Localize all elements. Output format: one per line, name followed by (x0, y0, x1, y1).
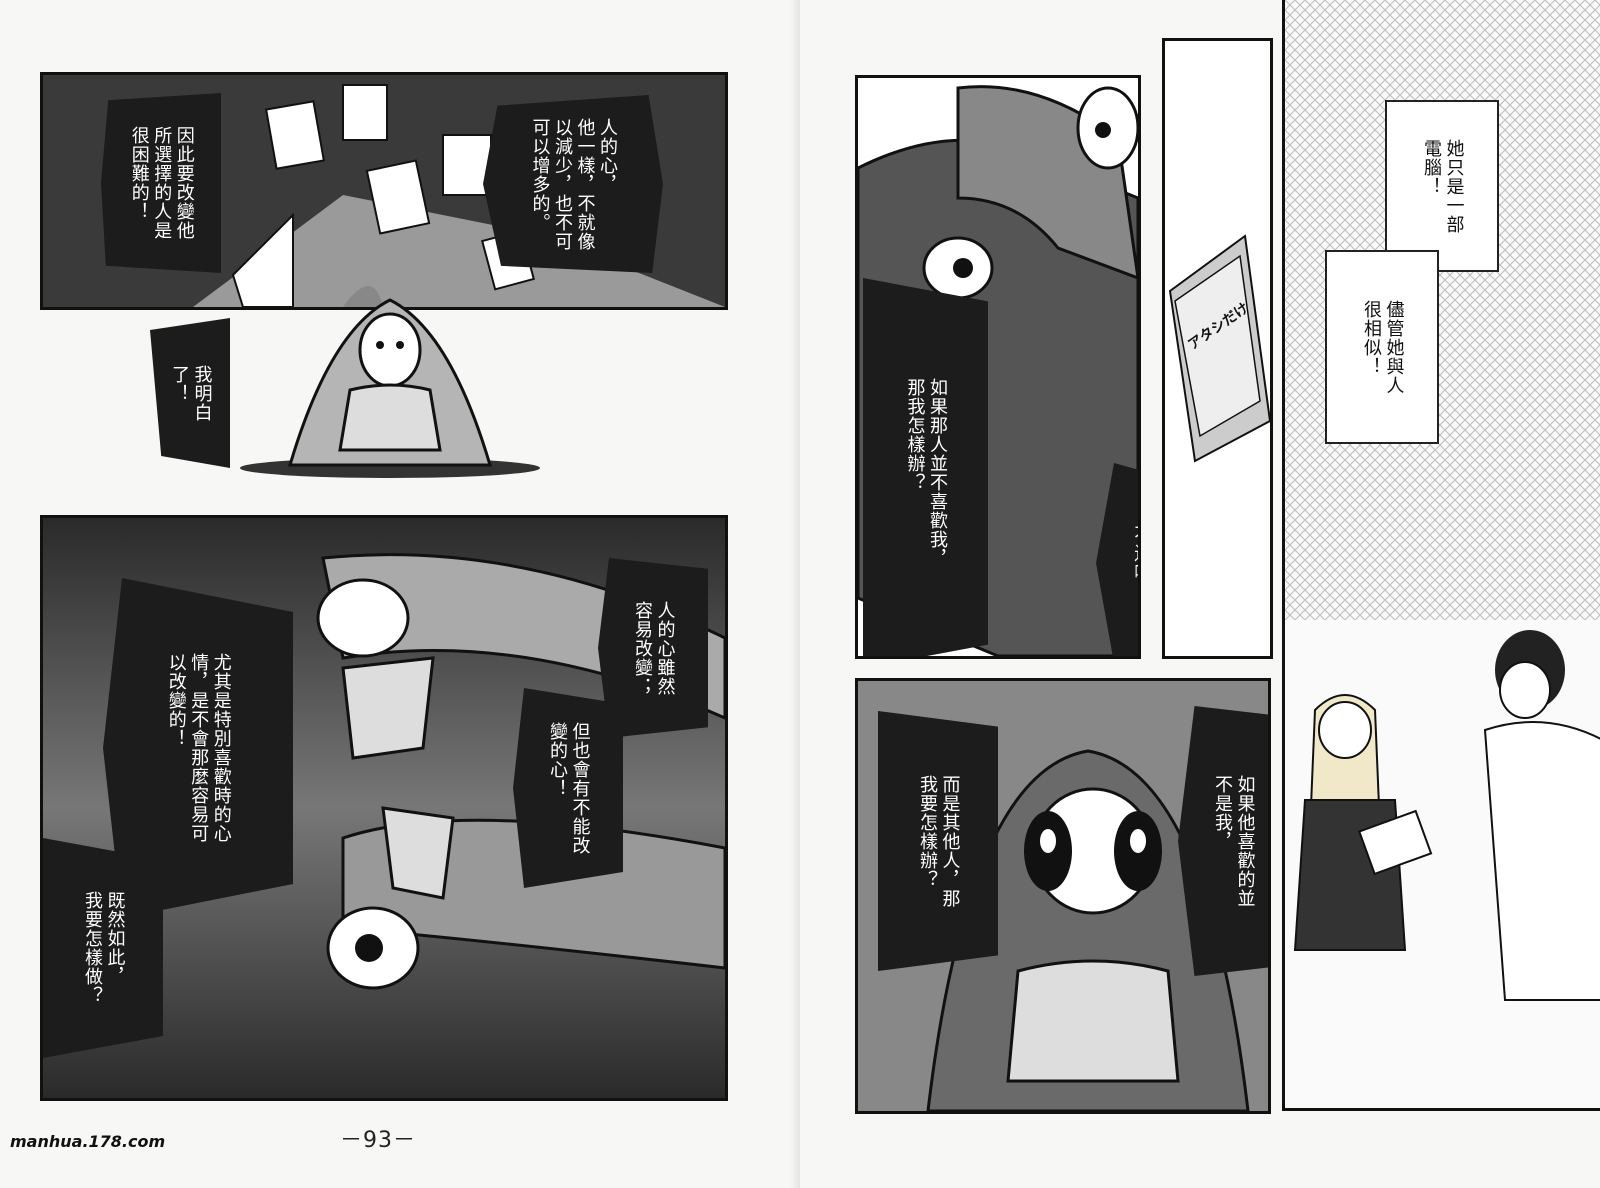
panel-right-top-left: 如果那人並不喜歡我， 那我怎樣辦？ 不過啊， (855, 75, 1141, 659)
speech-bubble-if-they-dont-like-me: 如果那人並不喜歡我， 那我怎樣辦？ (863, 278, 988, 656)
caption-box-looks-human: 儘管她與人 很相似！ (1325, 250, 1439, 444)
speech-bubble-what-will-i-do: 而是其他人，那 我要怎樣辦？ (878, 711, 998, 971)
page-number: －93－ (340, 1128, 416, 1153)
speech-bubble-unchangeable-heart: 但也會有不能改 變的心！ (513, 688, 623, 888)
site-watermark: manhua.178.com (10, 1132, 166, 1151)
speech-bubble-what-should-i-do: 既然如此， 我要怎樣做？ (43, 838, 163, 1058)
right-page: 如果那人並不喜歡我， 那我怎樣辦？ 不過啊， アタシだけ (800, 0, 1600, 1188)
speech-bubble-human-heart: 人的心， 他一樣，不就像 以減少，也不可 可以增多的。 (483, 95, 663, 273)
panel-left-bottom: 人的心雖然 容易改變； 但也會有不能改 變的心！ 尤其是特別喜歡時的心 情，是不… (40, 515, 728, 1101)
panel-right-book-art (1165, 41, 1270, 656)
speech-bubble-i-understand: 我明白 了！ (150, 318, 230, 468)
panel-right-bottom: 如果他喜歡的並 不是我， 而是其他人，那 我要怎樣辦？ (855, 678, 1271, 1114)
caption-box-just-a-computer: 她只是一部 電腦！ (1385, 100, 1499, 272)
speech-bubble-if-he-likes-someone-else: 如果他喜歡的並 不是我， (1178, 706, 1268, 976)
panel-left-top: 人的心， 他一樣，不就像 以減少，也不可 可以增多的。 因此要改變他 所選擇的人… (40, 72, 728, 310)
left-page: 人的心， 他一樣，不就像 以減少，也不可 可以增多的。 因此要改變他 所選擇的人… (10, 72, 728, 1153)
speech-bubble-hard-to-change: 因此要改變他 所選擇的人是 很困難的！ (101, 93, 221, 273)
panel-right-book: アタシだけ (1162, 38, 1273, 659)
hooded-creature-illustration (240, 298, 540, 478)
panel-right-tall: 她只是一部 電腦！ 儘管她與人 很相似！ (1282, 0, 1600, 1111)
